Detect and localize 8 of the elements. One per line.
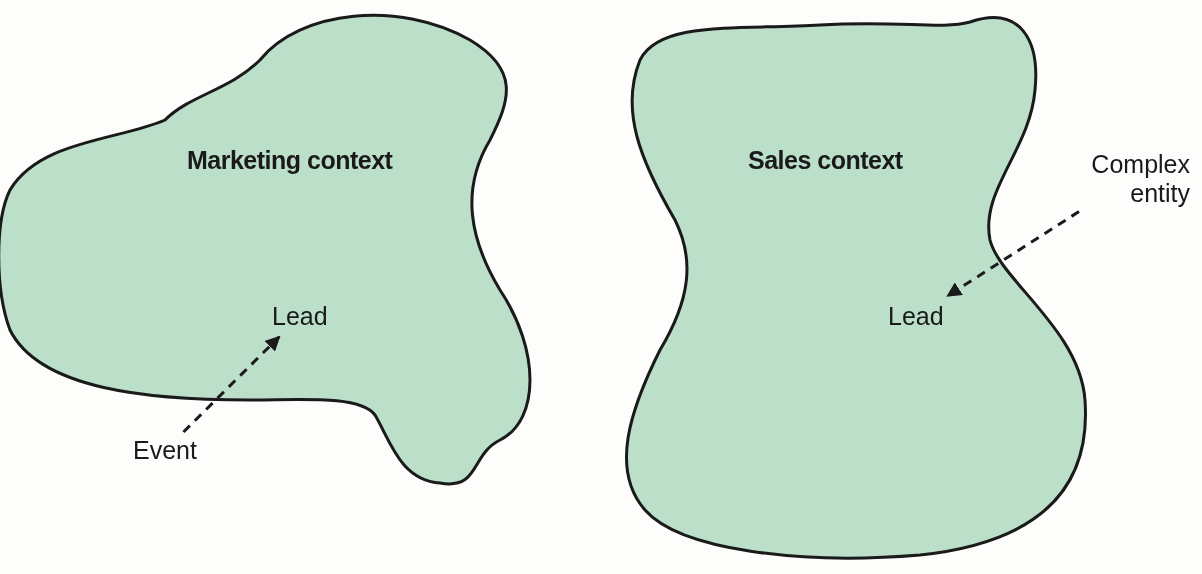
entity-label: Complex entity xyxy=(1070,150,1190,208)
entity-label: Event xyxy=(133,436,197,465)
context-title: Sales context xyxy=(748,146,903,175)
dashed-arrow xyxy=(946,210,1080,298)
entity-label: Lead xyxy=(888,302,944,331)
entity-label: Lead xyxy=(272,302,328,331)
context-title: Marketing context xyxy=(187,146,393,175)
dashed-arrow xyxy=(182,335,281,434)
